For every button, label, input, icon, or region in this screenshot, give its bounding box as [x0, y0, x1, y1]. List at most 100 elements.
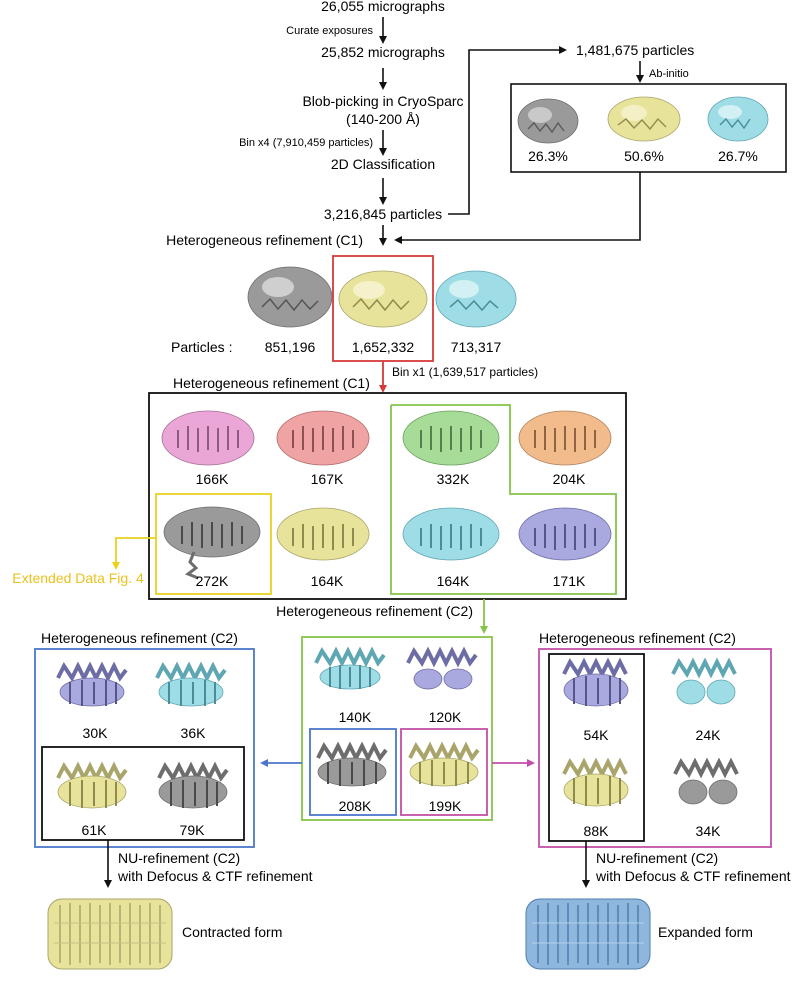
- ab-map-cyan: [707, 96, 769, 142]
- r1-map-cyan: [435, 270, 517, 328]
- r2-count-orange: 204K: [553, 471, 586, 487]
- hetero-c1-second-label: Heterogeneous refinement (C1): [173, 375, 370, 391]
- r1-map-yellow: [338, 270, 428, 328]
- hetero-c2-mid-label: Heterogeneous refinement (C2): [276, 603, 473, 619]
- yellow-selection-box: [155, 493, 272, 595]
- r1-count-gray: 851,196: [265, 339, 316, 355]
- mid-map-yellow: [408, 741, 480, 787]
- final-map-contracted: [47, 898, 173, 970]
- abinitio-label: Ab-initio: [649, 68, 689, 80]
- mid-map-cyan: [314, 646, 386, 690]
- middle-maps: [314, 646, 480, 787]
- micrographs-raw-count: 26,055 micrographs: [321, 0, 445, 14]
- left-count-gray: 79K: [180, 822, 206, 838]
- right-c2-title: Heterogeneous refinement (C2): [539, 630, 736, 646]
- abinitio-maps: [517, 96, 769, 144]
- class2d-label: 2D Classification: [331, 156, 435, 172]
- left-c2-title: Heterogeneous refinement (C2): [41, 630, 238, 646]
- right-map-purple: [562, 657, 629, 707]
- particles-subset-count: 1,481,675 particles: [576, 42, 694, 58]
- mid-count-gray: 208K: [339, 798, 372, 814]
- r2-map-gray: [163, 506, 261, 580]
- hetero-c1-first-label: Heterogeneous refinement (C1): [166, 232, 363, 248]
- nu-right-line1: NU-refinement (C2): [596, 850, 718, 866]
- right-count-cyan: 24K: [696, 727, 722, 743]
- right-map-cyan: [671, 657, 737, 705]
- blob-picking-label: Blob-picking in CryoSparc: [302, 93, 463, 109]
- expanded-form-label: Expanded form: [658, 924, 753, 940]
- mid-map-purple: [406, 646, 478, 690]
- abinitio-box: [510, 83, 787, 173]
- left-count-purple: 30K: [83, 725, 109, 741]
- left-map-gray: [157, 761, 229, 809]
- right-count-gray: 34K: [696, 823, 722, 839]
- ab-map-yellow: [607, 96, 681, 142]
- middle-c2-box: [301, 636, 493, 821]
- ab-pct-gray: 26.3%: [528, 148, 568, 164]
- micrographs-curated-count: 25,852 micrographs: [321, 44, 445, 60]
- nu-left-line1: NU-refinement (C2): [118, 850, 240, 866]
- mid-count-yellow: 199K: [429, 798, 462, 814]
- mid-count-cyan: 140K: [339, 709, 372, 725]
- round2-box: [148, 392, 627, 600]
- extended-data-label: Extended Data Fig. 4: [12, 570, 144, 586]
- left-count-yellow: 61K: [82, 822, 108, 838]
- curate-exposures-label: Curate exposures: [286, 25, 373, 37]
- particles-prefix-label: Particles :: [171, 339, 232, 355]
- r2-count-cyan: 164K: [437, 573, 470, 589]
- ab-pct-yellow: 50.6%: [624, 148, 664, 164]
- r2-map-yellow: [276, 507, 370, 561]
- r2-count-salmon: 167K: [311, 471, 344, 487]
- particles-total-count: 3,216,845 particles: [324, 206, 442, 222]
- blob-range-label: (140-200 Å): [346, 111, 420, 127]
- r2-map-salmon: [276, 410, 370, 466]
- r1-count-yellow: 1,652,332: [352, 339, 414, 355]
- r2-map-orange: [518, 410, 612, 466]
- left-maps: [56, 661, 229, 809]
- r2-map-purple: [518, 507, 612, 561]
- round2-maps: [161, 410, 612, 580]
- left-black-selection: [41, 746, 245, 841]
- contracted-form-label: Contracted form: [182, 924, 282, 940]
- round1-maps: [247, 266, 517, 328]
- mid-magenta-selection: [400, 728, 488, 816]
- r1-map-gray: [247, 266, 333, 328]
- r2-map-cyan: [402, 507, 500, 561]
- right-black-selection: [548, 653, 645, 842]
- final-map-expanded: [525, 898, 651, 970]
- ab-map-gray: [517, 98, 579, 144]
- mid-blue-selection: [309, 728, 397, 816]
- right-count-purple: 54K: [584, 727, 610, 743]
- r2-count-gray: 272K: [196, 573, 229, 589]
- r2-count-pink: 166K: [196, 471, 229, 487]
- r2-count-yellow: 164K: [311, 573, 344, 589]
- arrow-abinitio-merge: [394, 172, 641, 244]
- left-map-purple: [56, 661, 128, 707]
- ab-pct-cyan: 26.7%: [718, 148, 758, 164]
- r2-count-purple: 171K: [553, 573, 586, 589]
- r2-count-green: 332K: [437, 471, 470, 487]
- left-map-cyan: [155, 661, 227, 707]
- right-c2-box: [538, 648, 772, 848]
- mid-map-gray: [316, 741, 388, 787]
- right-map-gray: [673, 757, 739, 805]
- arrow-extended: [112, 537, 156, 570]
- right-maps: [562, 657, 739, 807]
- green-selection-outline: [390, 404, 617, 595]
- left-c2-box: [34, 648, 255, 848]
- left-map-yellow: [56, 761, 128, 809]
- arrow-to-subset: [448, 46, 567, 215]
- bin1-label: Bin x1 (1,639,517 particles): [392, 365, 538, 379]
- right-count-yellow: 88K: [584, 823, 610, 839]
- r2-map-pink: [161, 410, 255, 466]
- right-map-yellow: [562, 757, 629, 807]
- r2-map-green: [402, 410, 500, 466]
- left-count-cyan: 36K: [181, 725, 207, 741]
- nu-left-line2: with Defocus & CTF refinement: [117, 868, 313, 884]
- r1-count-cyan: 713,317: [451, 339, 502, 355]
- mid-count-purple: 120K: [429, 709, 462, 725]
- bin4-label: Bin x4 (7,910,459 particles): [239, 137, 373, 149]
- nu-right-line2: with Defocus & CTF refinement: [595, 868, 791, 884]
